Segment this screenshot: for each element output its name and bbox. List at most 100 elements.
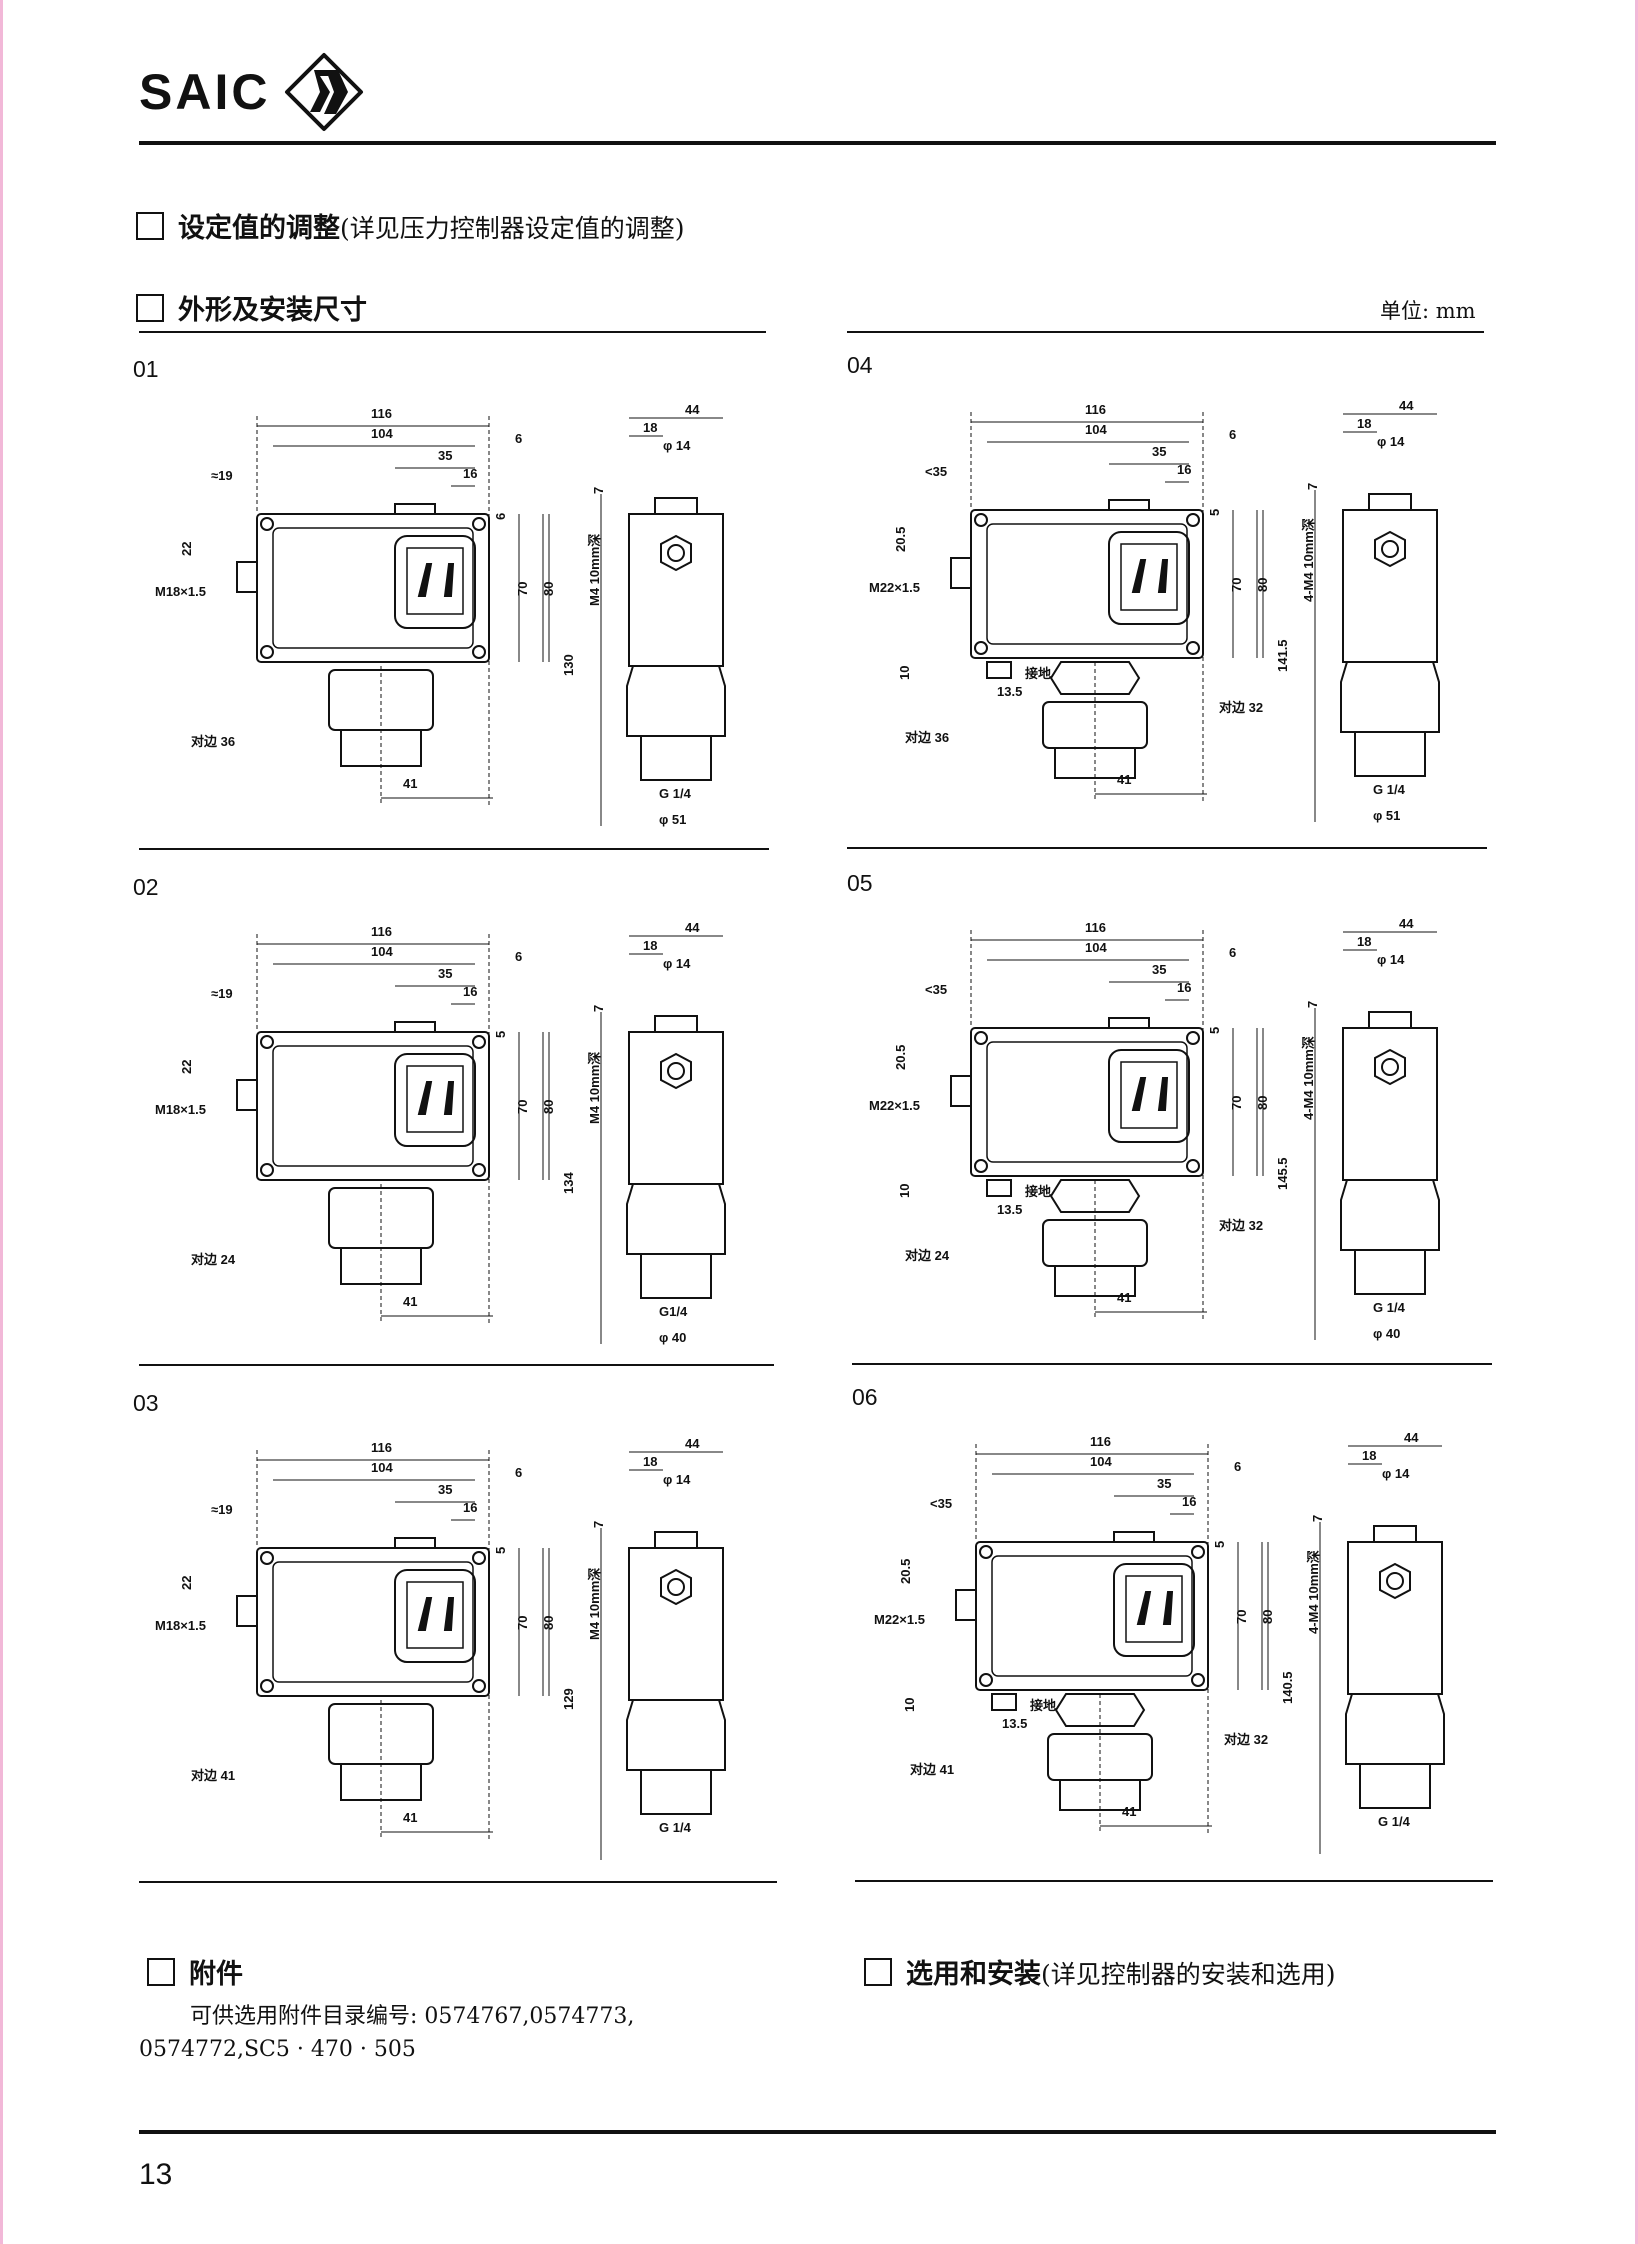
dim-d35: 35 [1152, 962, 1166, 977]
dim-s-m4: M4 10mm深 [587, 1052, 602, 1124]
front-view [236, 1537, 490, 1801]
dim-s-phi: φ 51 [659, 812, 686, 827]
dim-left-h: 22 [179, 1576, 194, 1590]
checkbox-icon [864, 1957, 892, 1986]
section-note: (详见控制器的安装和选用) [1041, 1960, 1336, 1989]
dim-top-gap: 5 [493, 1031, 508, 1038]
housing-lid [272, 1045, 474, 1167]
dim-h80: 80 [541, 1616, 556, 1630]
section-title: 设定值的调整 [178, 213, 340, 244]
dim-s-m4: M4 10mm深 [587, 534, 602, 606]
dim-h70: 70 [1229, 578, 1244, 592]
divider [139, 1364, 774, 1366]
dim-inner: 104 [371, 426, 393, 441]
dim-s7: 7 [1305, 483, 1320, 490]
screw-icon [1191, 1673, 1205, 1687]
dim-h70: 70 [515, 1616, 530, 1630]
screw-icon [472, 517, 486, 531]
dim-s7: 7 [591, 1521, 606, 1528]
side-hex-port-icon [1374, 530, 1406, 568]
dim-w41: 41 [1122, 1804, 1136, 1819]
screw-icon [260, 517, 274, 531]
fitting-body [328, 1703, 434, 1765]
dim-s-total: 145.5 [1275, 1157, 1290, 1190]
ground-terminal-icon [986, 1179, 1012, 1197]
front-view [955, 1531, 1209, 1811]
dim-inner: 104 [1085, 422, 1107, 437]
screw-icon [979, 1545, 993, 1559]
dim-overall: 116 [371, 1440, 392, 1455]
dim-s44: 44 [685, 920, 700, 935]
housing-lid [272, 1561, 474, 1683]
dim-right6: 6 [515, 431, 522, 446]
checkbox-icon [136, 211, 164, 240]
drawing-label: 06 [852, 1384, 878, 1410]
adjust-knob [394, 1021, 436, 1033]
dim-left-off: <35 [925, 982, 947, 997]
dim-inner: 104 [1090, 1454, 1112, 1469]
side-fitting-hex [640, 735, 712, 781]
dimension-lines [970, 412, 1437, 822]
dim-thread: M22×1.5 [869, 1098, 920, 1113]
dim-s18: 18 [643, 1454, 657, 1469]
dim-s-g: G 1/4 [659, 1820, 692, 1835]
hex-nut-icon [1054, 1693, 1146, 1727]
dim-ground-w: 13.5 [997, 684, 1022, 699]
dim-overall: 116 [1090, 1434, 1111, 1449]
divider [847, 847, 1487, 849]
section-title: 外形及安装尺寸 [178, 295, 367, 326]
drawing-label: 04 [847, 352, 873, 378]
fitting-body [328, 669, 434, 731]
drawing-label: 05 [847, 870, 873, 896]
side-fitting [626, 1183, 726, 1255]
dial-face [406, 547, 464, 615]
dim-d16: 16 [1177, 980, 1191, 995]
logo-text: SAIC [139, 64, 271, 120]
dim-nut-label: 对边 32 [1224, 1732, 1268, 1747]
dim-s-phi14: φ 14 [1377, 434, 1405, 449]
dim-inner: 104 [1085, 940, 1107, 955]
adjust-knob [1108, 1017, 1150, 1029]
side-view [626, 1015, 726, 1299]
dimension-lines [970, 930, 1437, 1340]
dial-face [1125, 1575, 1183, 1643]
unit-label: 单位: mm [1380, 299, 1476, 323]
divider [139, 848, 769, 850]
dial-window [1113, 1563, 1195, 1657]
divider [139, 331, 766, 333]
saic-emblem-icon [285, 53, 364, 131]
dim-s-total: 141.5 [1275, 639, 1290, 672]
dim-thread: M18×1.5 [155, 1618, 206, 1633]
dim-h80: 80 [1255, 1096, 1270, 1110]
housing-lid [272, 527, 474, 649]
dim-s44: 44 [685, 402, 700, 417]
side-view [1340, 493, 1440, 777]
front-view [950, 499, 1204, 779]
page-edge-right [1635, 0, 1638, 2244]
dim-w41: 41 [1117, 1290, 1131, 1305]
dim-w41: 41 [1117, 772, 1131, 787]
dial-pointer-icon [417, 1081, 455, 1115]
dim-h80: 80 [1260, 1610, 1275, 1624]
dim-thread: M22×1.5 [874, 1612, 925, 1627]
side-hex-port-icon [660, 1052, 692, 1090]
dim-fitting-label: 对边 36 [191, 734, 235, 749]
dim-s44: 44 [1399, 916, 1414, 931]
dim-s18: 18 [643, 938, 657, 953]
page-number: 13 [139, 2158, 173, 2191]
drawing-label: 02 [133, 874, 159, 900]
side-knob [1368, 493, 1412, 511]
section-title: 附件 [189, 1959, 243, 1990]
front-view [236, 1021, 490, 1285]
checkbox-icon [136, 293, 164, 322]
side-fitting [626, 1699, 726, 1771]
dim-w41: 41 [403, 1810, 417, 1825]
dim-s44: 44 [1404, 1430, 1419, 1445]
section-setpoint: 设定值的调整(详见压力控制器设定值的调整) [136, 206, 685, 245]
